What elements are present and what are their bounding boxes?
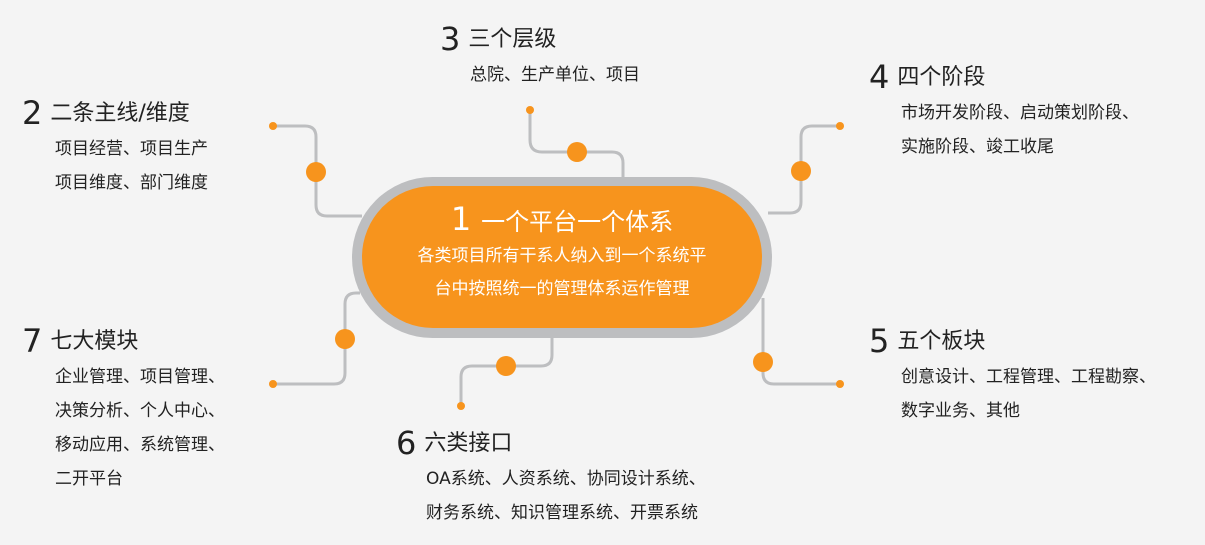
node-3: 3 三个层级 总院、生产单位、项目	[440, 20, 640, 92]
node-line: OA系统、人资系统、协同设计系统、	[426, 469, 706, 489]
node-2: 2 二条主线/维度 项目经营、项目生产项目维度、部门维度	[22, 94, 208, 200]
node-title: 六类接口	[424, 431, 513, 456]
center-desc: 各类项目所有干系人纳入到一个系统平台中按照统一的管理体系运作管理	[362, 240, 762, 306]
node-line: 市场开发阶段、启动策划阶段、	[901, 103, 1139, 123]
node-number: 6	[396, 424, 417, 462]
connector-5	[761, 298, 840, 386]
node-dot	[753, 352, 773, 372]
node-dot	[335, 329, 355, 349]
node-dot	[306, 162, 326, 182]
node-4: 4 四个阶段 市场开发阶段、启动策划阶段、实施阶段、竣工收尾	[869, 58, 1139, 164]
node-5: 5 五个板块 创意设计、工程管理、工程勘察、数字业务、其他	[869, 322, 1156, 428]
center-number: 1	[450, 200, 472, 238]
node-dot	[567, 142, 587, 162]
node-line: 项目维度、部门维度	[55, 173, 208, 193]
node-number: 7	[22, 322, 43, 360]
end-dot	[269, 380, 277, 388]
center-node: 1 一个平台一个体系 各类项目所有干系人纳入到一个系统平台中按照统一的管理体系运作…	[362, 186, 762, 328]
end-dot	[457, 402, 465, 410]
center-title: 1 一个平台一个体系	[362, 200, 762, 238]
node-line: 创意设计、工程管理、工程勘察、	[901, 367, 1156, 387]
end-dot	[526, 106, 534, 114]
node-line: 总院、生产单位、项目	[470, 65, 640, 85]
node-line: 企业管理、项目管理、	[55, 367, 225, 387]
node-title: 四个阶段	[897, 65, 986, 90]
node-7: 7 七大模块 企业管理、项目管理、决策分析、个人中心、移动应用、系统管理、二开平台	[22, 322, 225, 496]
node-title: 三个层级	[468, 27, 557, 52]
center-title-text: 一个平台一个体系	[481, 208, 674, 236]
end-dot	[836, 380, 844, 388]
node-title: 七大模块	[50, 329, 139, 354]
center-line: 台中按照统一的管理体系运作管理	[434, 279, 690, 299]
node-line: 移动应用、系统管理、	[55, 435, 225, 455]
node-number: 3	[440, 20, 461, 58]
node-title: 五个板块	[897, 329, 986, 354]
node-line: 实施阶段、竣工收尾	[901, 137, 1054, 157]
node-line: 二开平台	[55, 469, 123, 489]
node-line: 财务系统、知识管理系统、开票系统	[426, 503, 698, 523]
node-number: 4	[869, 58, 890, 96]
node-dot	[496, 356, 516, 376]
node-dot	[791, 161, 811, 181]
node-number: 5	[869, 322, 890, 360]
end-dot	[836, 122, 844, 130]
node-line: 数字业务、其他	[901, 401, 1020, 421]
node-number: 2	[22, 94, 43, 132]
node-6: 6 六类接口 OA系统、人资系统、协同设计系统、财务系统、知识管理系统、开票系统	[396, 424, 706, 530]
center-line: 各类项目所有干系人纳入到一个系统平	[417, 246, 707, 266]
node-title: 二条主线/维度	[50, 101, 190, 126]
end-dot	[269, 122, 277, 130]
node-line: 决策分析、个人中心、	[55, 401, 225, 421]
node-line: 项目经营、项目生产	[55, 139, 208, 159]
